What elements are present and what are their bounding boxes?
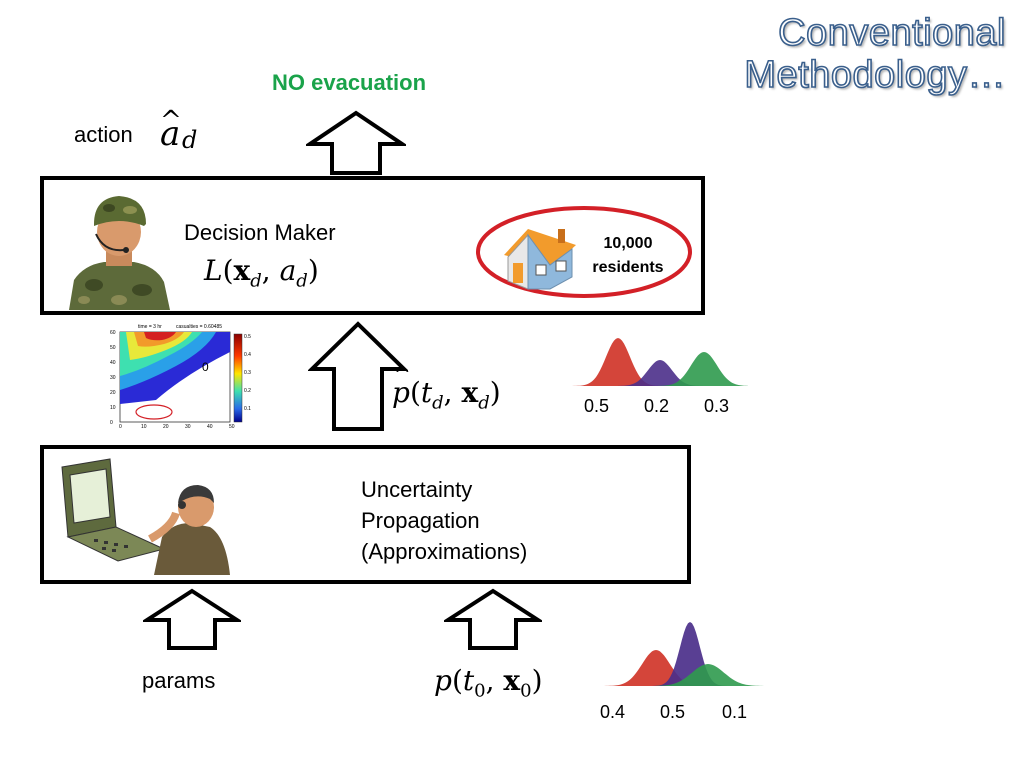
prior-value: 0.1 bbox=[722, 702, 748, 722]
arrow-up-icon bbox=[143, 588, 241, 650]
loss-close: ) bbox=[307, 254, 319, 287]
residents-label: residents bbox=[592, 259, 664, 276]
prior-x: x bbox=[503, 664, 521, 697]
posterior-p: p bbox=[392, 376, 410, 409]
loss-function: L(xd, ad) bbox=[204, 254, 319, 292]
prior-value: 0.4 bbox=[600, 702, 626, 722]
prior-open: ( bbox=[451, 664, 463, 697]
arrow-up-icon bbox=[444, 588, 542, 650]
residents-count: 10,000 bbox=[603, 235, 653, 252]
heatmap-annotation: 0 bbox=[202, 360, 209, 374]
heatmap-x-tick: 40 bbox=[207, 424, 213, 430]
posterior-close: ) bbox=[489, 376, 501, 409]
posterior-hat-icon: ^ bbox=[394, 362, 411, 386]
prior-t: t bbox=[462, 664, 475, 697]
posterior-sep: , bbox=[443, 376, 462, 409]
prior-formula: p(t0, x0) bbox=[434, 664, 543, 702]
posterior-t: t bbox=[420, 376, 433, 409]
prior-value: 0.5 bbox=[660, 702, 686, 722]
uncertainty-label-line3: (Approximations) bbox=[361, 539, 528, 564]
heatmap-y-tick: 30 bbox=[110, 375, 116, 381]
heatmap-header-time: time = 3 hr bbox=[138, 324, 162, 330]
house-icon bbox=[504, 229, 576, 290]
prior-sep: , bbox=[485, 664, 504, 697]
action-label: action bbox=[74, 122, 133, 147]
heatmap-colorbar-tick: 0.2 bbox=[244, 388, 251, 394]
prior-distribution-curves bbox=[590, 622, 768, 686]
prior-p: p bbox=[434, 664, 452, 697]
heatmap-y-tick: 20 bbox=[110, 390, 116, 396]
decision-maker-title: Decision Maker bbox=[184, 220, 336, 245]
loss-fn: L bbox=[204, 254, 223, 287]
slide-title-line2: Methodology… bbox=[744, 53, 1007, 97]
heatmap-x-tick: 20 bbox=[163, 424, 169, 430]
action-symbol-base: a bbox=[160, 114, 181, 154]
posterior-value: 0.2 bbox=[644, 396, 670, 416]
arrow-up-icon bbox=[308, 321, 408, 431]
posterior-t-sub: d bbox=[432, 392, 444, 414]
posterior-curve-green bbox=[658, 352, 748, 386]
casualty-heatmap: time = 3 hr casualties = 0.60485 0 0 10 20… bbox=[106, 324, 252, 432]
decision-outcome-label: NO evacuation bbox=[272, 70, 427, 95]
prior-curve-red bbox=[590, 650, 716, 686]
residents-highlight bbox=[476, 206, 692, 298]
prior-curve-purple bbox=[646, 622, 736, 686]
action-symbol: ^ a d bbox=[158, 106, 218, 156]
arrow-up-icon bbox=[306, 110, 406, 175]
posterior-x-sub: d bbox=[478, 392, 490, 414]
loss-x: x bbox=[233, 254, 251, 287]
uncertainty-propagation-box: Uncertainty Propagation (Approximations) bbox=[40, 445, 691, 584]
heatmap-colorbar-tick: 0.3 bbox=[244, 370, 251, 376]
heatmap-colorbar-tick: 0.1 bbox=[244, 406, 251, 412]
slide-title: Conventional Methodology… bbox=[744, 11, 1007, 97]
heatmap-colorbar-tick: 0.4 bbox=[244, 352, 251, 358]
soldier-icon bbox=[69, 196, 170, 310]
heatmap-plot bbox=[119, 331, 243, 423]
prior-curve-green bbox=[656, 664, 768, 686]
loss-a: a bbox=[279, 254, 297, 287]
prior-close: ) bbox=[531, 664, 543, 697]
uncertainty-label-line2: Propagation bbox=[361, 508, 480, 533]
prior-t-sub: 0 bbox=[474, 680, 486, 702]
prior-x-sub: 0 bbox=[520, 680, 532, 702]
loss-a-sub: d bbox=[296, 270, 308, 292]
heatmap-y-tick: 40 bbox=[110, 360, 116, 366]
heatmap-x-tick: 30 bbox=[185, 424, 191, 430]
loss-sep: , bbox=[261, 254, 280, 287]
heatmap-y-tick: 60 bbox=[110, 330, 116, 336]
heatmap-x-tick: 10 bbox=[141, 424, 147, 430]
slide-title-line1: Conventional bbox=[777, 11, 1006, 55]
heatmap-y-tick: 10 bbox=[110, 405, 116, 411]
heatmap-x-tick: 50 bbox=[229, 424, 235, 430]
decision-maker-box: Decision Maker L(xd, ad) 10,000 resident… bbox=[40, 176, 705, 315]
posterior-distribution-curves bbox=[572, 338, 748, 386]
action-symbol-sub: d bbox=[182, 126, 198, 154]
heatmap-x-tick: 0 bbox=[119, 424, 122, 430]
posterior-open: ( bbox=[409, 376, 421, 409]
posterior-formula: ^ p(td, xd) bbox=[392, 362, 501, 414]
heatmap-y-tick: 50 bbox=[110, 345, 116, 351]
computer-operator-icon bbox=[61, 458, 230, 575]
params-label: params bbox=[142, 668, 216, 693]
posterior-value: 0.5 bbox=[584, 396, 610, 416]
posterior-x: x bbox=[461, 376, 479, 409]
action-hat-icon: ^ bbox=[160, 106, 182, 136]
uncertainty-label-line1: Uncertainty bbox=[361, 477, 473, 502]
loss-open: ( bbox=[222, 254, 234, 287]
loss-x-sub: d bbox=[250, 270, 262, 292]
posterior-curve-red bbox=[572, 338, 678, 386]
heatmap-colorbar-tick: 0.5 bbox=[244, 334, 251, 340]
heatmap-y-tick: 0 bbox=[110, 420, 113, 426]
heatmap-header-casualties: casualties = 0.60485 bbox=[176, 324, 223, 330]
posterior-value: 0.3 bbox=[704, 396, 730, 416]
posterior-curve-purple bbox=[618, 360, 708, 386]
